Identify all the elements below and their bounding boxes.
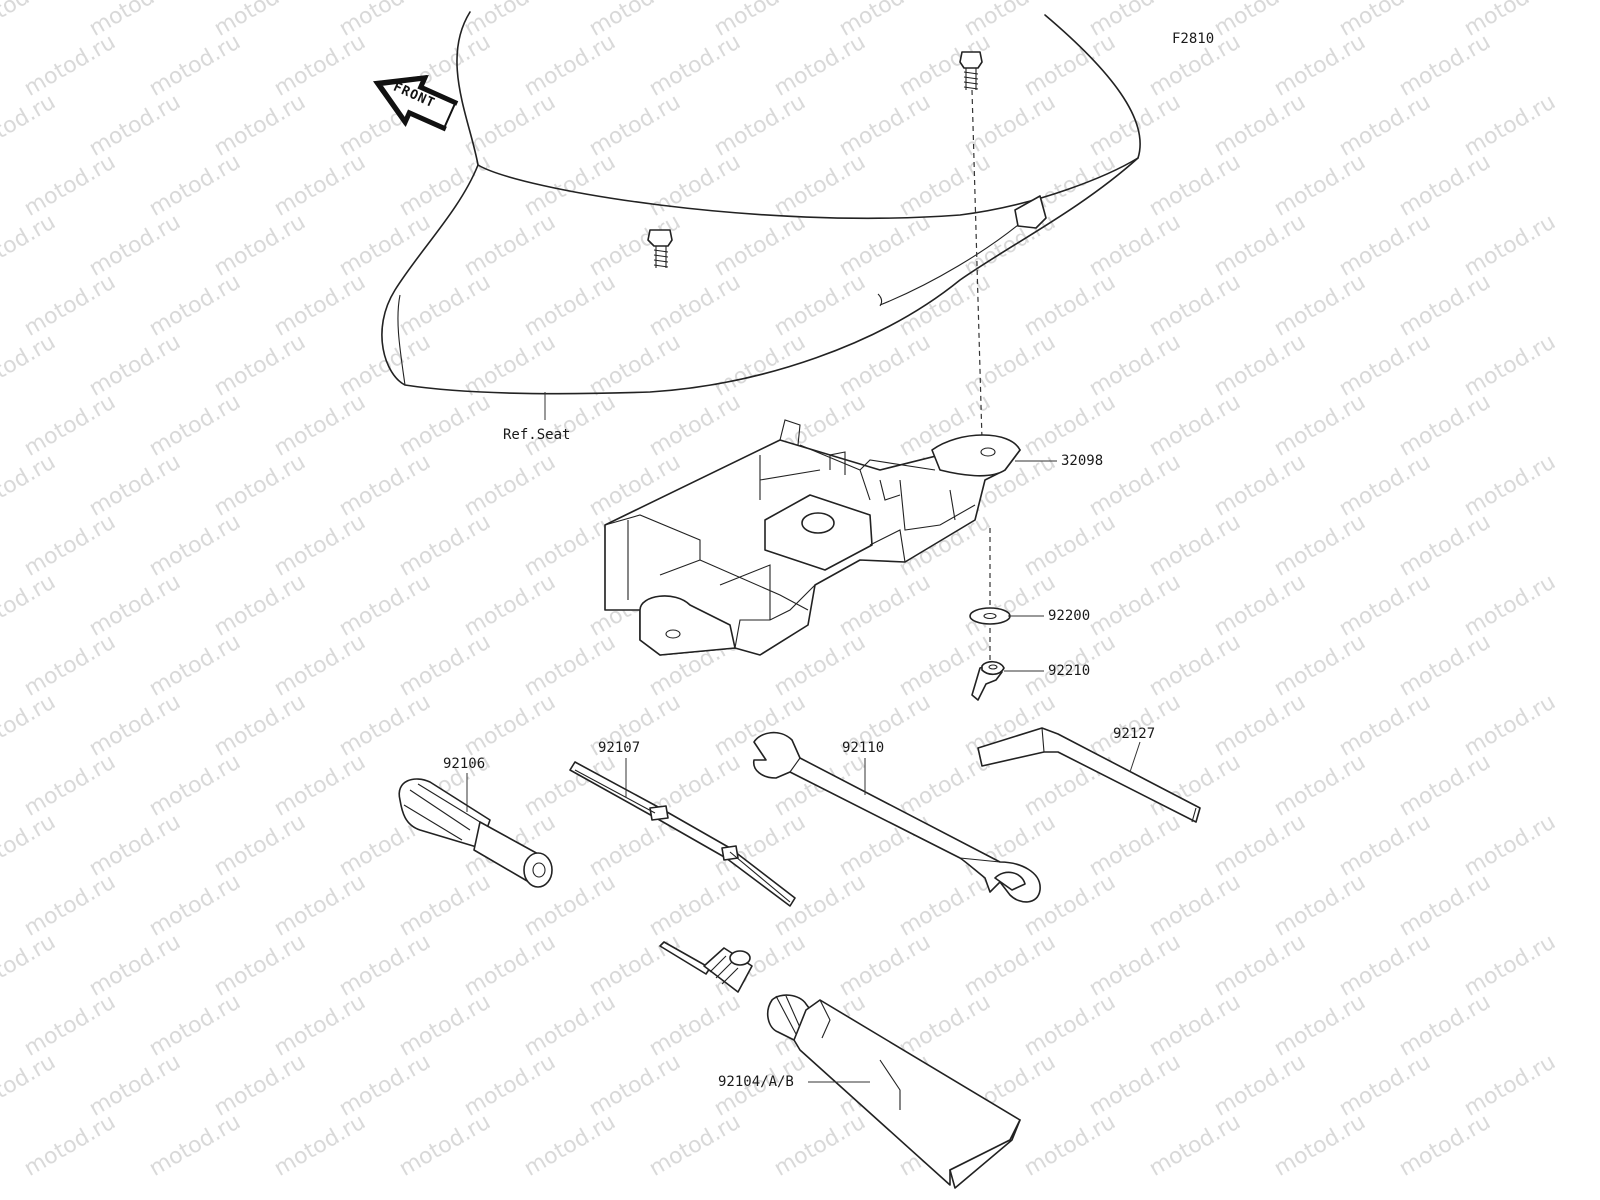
handle-92106 xyxy=(398,778,553,888)
figure-code: F2810 xyxy=(1172,31,1215,47)
hex-key-92127 xyxy=(977,727,1201,823)
seat-bolt-left xyxy=(647,229,673,268)
wrench-92110 xyxy=(752,731,1041,903)
part-label-92127: 92127 xyxy=(1113,726,1156,742)
tool-case-32098 xyxy=(604,419,1021,656)
ref-seat-label: Ref.Seat xyxy=(503,427,571,443)
wing-nut-92210 xyxy=(971,660,1005,701)
part-label-92110: 92110 xyxy=(842,740,885,756)
leader-lines xyxy=(466,392,1141,1083)
part-label-92107: 92107 xyxy=(598,740,641,756)
front-arrow-icon xyxy=(373,75,459,132)
part-label-32098: 32098 xyxy=(1061,453,1104,469)
grease-tube-92104 xyxy=(659,941,1021,1189)
part-label-92104: 92104/A/B xyxy=(718,1074,794,1090)
seat-illustration xyxy=(381,11,1141,395)
washer-92200 xyxy=(969,607,1011,625)
part-label-92210: 92210 xyxy=(1048,663,1091,679)
part-label-92106: 92106 xyxy=(443,756,486,772)
screwdriver-92107 xyxy=(569,761,796,907)
part-label-92200: 92200 xyxy=(1048,608,1091,624)
assembly-line-seat xyxy=(971,89,983,441)
seat-bolt-top xyxy=(959,51,983,90)
